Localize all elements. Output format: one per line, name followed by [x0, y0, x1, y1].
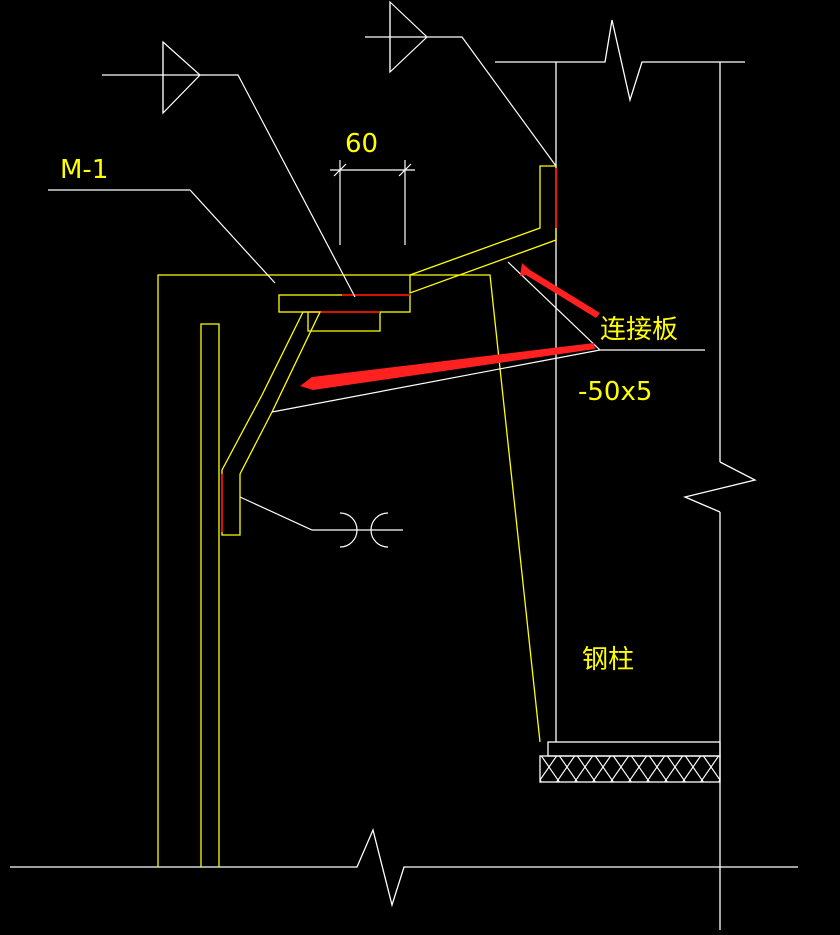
steel-column-label: 钢柱	[582, 645, 634, 675]
break-line-bottom	[10, 827, 798, 908]
flat-bar-size-label: -50x5	[578, 377, 652, 407]
connector-plate-label: 连接板	[600, 315, 678, 345]
bolt-symbol	[339, 512, 403, 548]
pointer-arrow-flat-bar	[300, 343, 595, 390]
weld-flag-symbol	[162, 40, 201, 115]
dimension-label: 60	[345, 129, 378, 159]
break-line-right	[682, 461, 757, 513]
member-mark-label: M-1	[60, 155, 108, 185]
weld-flag-symbol	[389, 0, 428, 74]
pointer-arrow-connector	[520, 263, 600, 318]
break-line-top	[495, 19, 745, 103]
hatched-pad	[539, 755, 721, 783]
leader-lines	[48, 36, 705, 531]
bent-bracket	[221, 311, 322, 536]
connector-plate	[409, 165, 557, 294]
wall-frame-member	[157, 274, 541, 867]
